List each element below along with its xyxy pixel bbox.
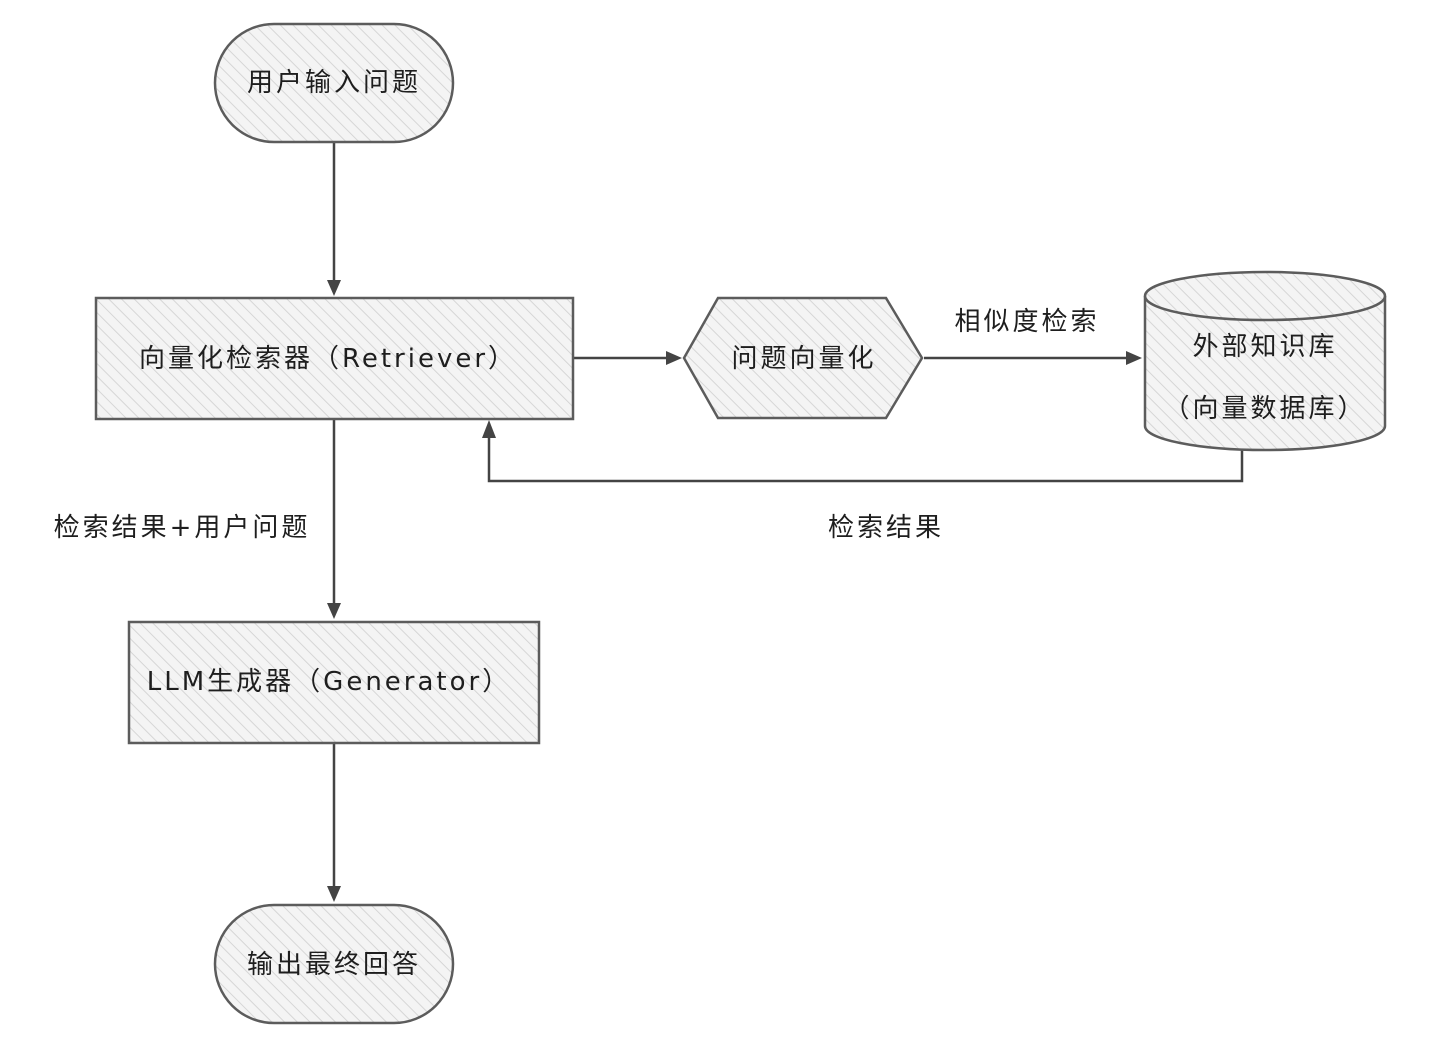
edge-label-similarity-search: 相似度检索 xyxy=(954,307,1099,337)
node-vectorize: 问题向量化 xyxy=(682,296,924,420)
edge-retriever-to-vectorize xyxy=(573,351,682,365)
edge-start-to-retriever xyxy=(327,143,341,296)
node-start: 用户输入问题 xyxy=(213,22,455,144)
node-retriever: 向量化检索器（Retriever） xyxy=(94,296,575,421)
node-retriever-label: 向量化检索器（Retriever） xyxy=(139,344,517,374)
node-start-label: 用户输入问题 xyxy=(247,68,421,98)
edge-vectorize-to-knowledge-base xyxy=(924,351,1142,365)
node-vectorize-label: 问题向量化 xyxy=(731,344,876,374)
node-end-label: 输出最终回答 xyxy=(247,950,421,980)
edge-knowledge-base-to-retriever xyxy=(482,420,1244,483)
edge-label-search-result: 检索结果 xyxy=(828,513,944,543)
node-knowledge-base-label-line2: （向量数据库） xyxy=(1163,394,1366,424)
edge-retriever-to-generator xyxy=(327,420,341,619)
node-knowledge-base: 外部知识库 （向量数据库） xyxy=(1143,270,1387,452)
edge-label-result-plus-question: 检索结果+用户问题 xyxy=(54,513,311,543)
node-end: 输出最终回答 xyxy=(213,903,455,1025)
node-generator: LLM生成器（Generator） xyxy=(127,620,541,745)
node-generator-label: LLM生成器（Generator） xyxy=(147,667,511,697)
edge-generator-to-end xyxy=(327,744,341,902)
node-knowledge-base-label-line1: 外部知识库 xyxy=(1192,332,1337,362)
